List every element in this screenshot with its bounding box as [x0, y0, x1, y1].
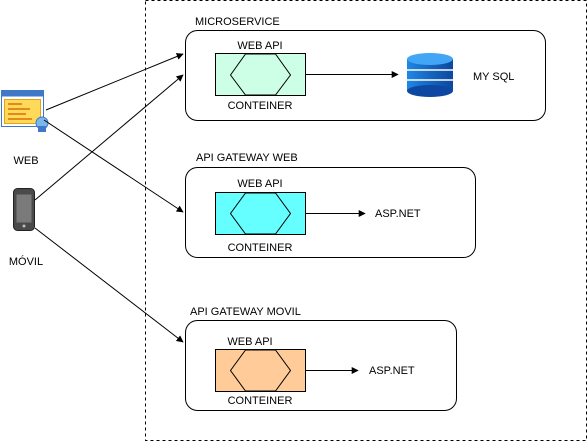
database-icon	[407, 53, 453, 97]
target-label: MY SQL	[473, 71, 514, 83]
group-title: API GATEWAY WEB	[196, 152, 298, 164]
group-title: MICROSERVICE	[195, 16, 280, 28]
api-label: WEB API	[237, 40, 282, 52]
web-client-label: WEB	[13, 155, 38, 167]
mobile-phone-icon	[13, 188, 35, 231]
hexagon-icon	[229, 349, 292, 392]
hexagon-icon	[229, 53, 292, 96]
group-microservice: MICROSERVICE WEB API CONTEINER MY SQL	[185, 16, 546, 121]
container-label: CONTEINER	[228, 100, 293, 112]
target-label: ASP.NET	[375, 208, 421, 220]
target-label: ASP.NET	[369, 365, 415, 377]
mobile-to-microservice-arrow	[34, 74, 184, 201]
web-to-gateway-web-arrow	[43, 119, 184, 213]
group-api-gateway-movil: API GATEWAY MOVIL WEB API CONTEINER ASP.…	[185, 306, 457, 411]
mobile-client-label: MÓVIL	[9, 255, 43, 268]
container-box	[215, 192, 306, 235]
group-api-gateway-web: API GATEWAY WEB WEB API CONTEINER ASP.NE…	[185, 152, 476, 258]
api-label: WEB API	[237, 178, 282, 190]
system-boundary	[145, 0, 587, 441]
container-box	[215, 349, 306, 392]
container-label: CONTEINER	[228, 242, 293, 254]
web-browser-icon	[1, 90, 49, 132]
mobile-to-gateway-movil-arrow	[34, 227, 184, 343]
api-label: WEB API	[227, 336, 272, 348]
container-box	[215, 53, 306, 96]
web-to-microservice-arrow	[45, 53, 184, 111]
container-label: CONTEINER	[228, 395, 293, 407]
hexagon-icon	[229, 192, 292, 235]
group-title: API GATEWAY MOVIL	[190, 306, 301, 318]
